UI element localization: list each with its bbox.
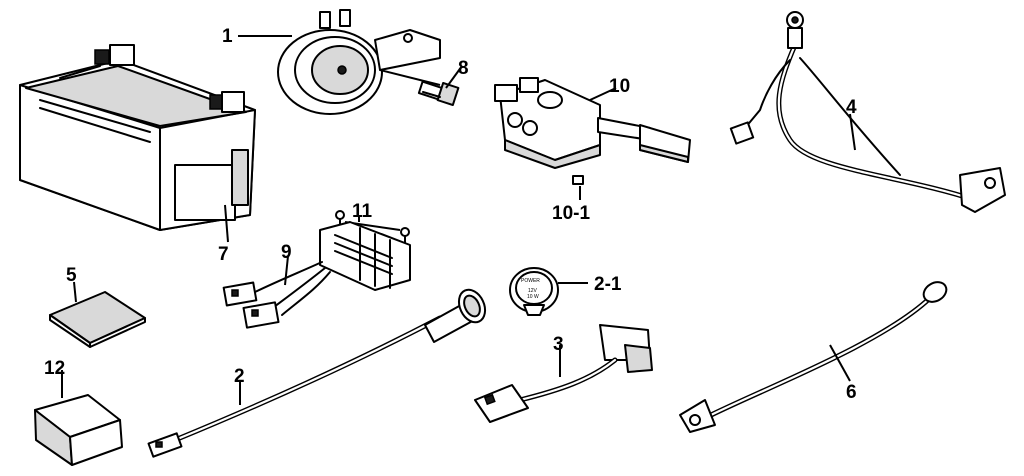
flasher-text-wattage: 10 W [527,294,539,300]
callout-10: 10 [609,76,630,97]
leader-lines [61,35,856,405]
horn [277,9,441,115]
callout-8: 8 [458,58,469,79]
rubber-pad [49,291,146,348]
callout-5: 5 [66,265,77,286]
ground-cable [679,281,948,433]
callout-4: 4 [846,97,857,118]
flasher-text-voltage: 12V [528,288,538,294]
callout-7: 7 [218,244,229,265]
flasher-relay: POWER 12V 10 W [509,267,559,316]
flasher-text-power: POWER [521,278,540,284]
callout-9: 9 [281,242,292,263]
regulator-rectifier [222,221,411,329]
sensor-connector [474,324,653,423]
battery [19,44,256,231]
callout-11: 11 [352,201,373,222]
callout-2-1: 2-1 [594,274,622,295]
callout-2: 2 [234,366,245,387]
bolt [417,80,460,107]
relay-clip [572,175,584,185]
cushion-block [34,394,123,466]
callout-6: 6 [846,382,857,403]
battery-cable [729,11,1006,213]
starter-relay [494,77,691,169]
callout-3: 3 [553,334,564,355]
callout-1: 1 [222,26,233,47]
wire-harness [147,288,487,458]
callouts: 1 8 10 4 10-1 11 9 7 5 2-1 3 2 12 6 [44,26,857,403]
callout-12: 12 [44,358,65,379]
callout-10-1: 10-1 [552,203,590,224]
